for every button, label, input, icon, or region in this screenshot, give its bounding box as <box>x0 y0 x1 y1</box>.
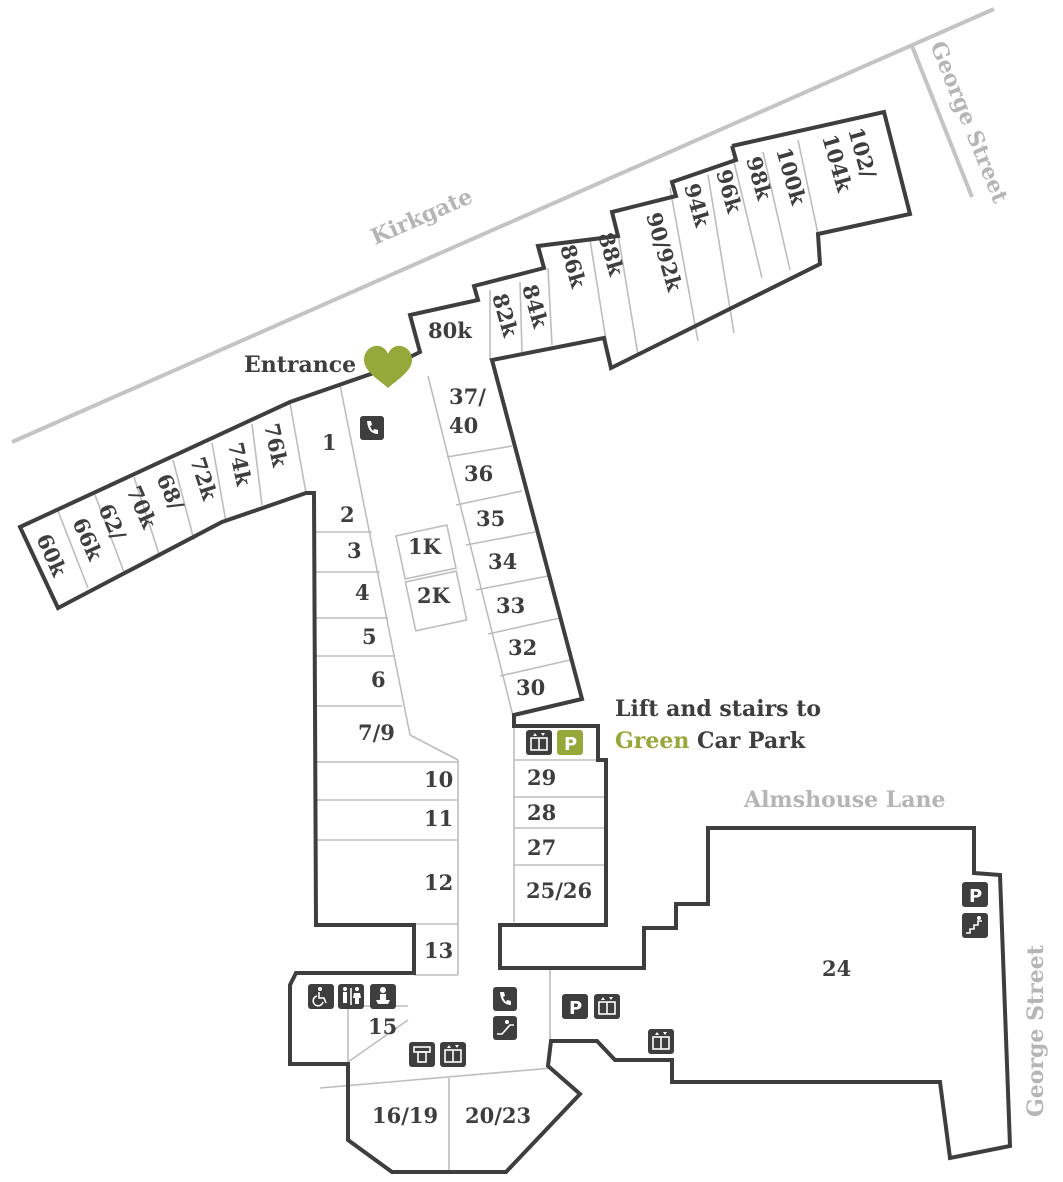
lift-note-rest: Car Park <box>697 728 806 754</box>
phone-icon[interactable] <box>360 416 384 440</box>
phone-icon-center[interactable] <box>493 987 517 1011</box>
unit-88k: 88k <box>593 229 629 278</box>
unit-13: 13 <box>424 938 453 963</box>
parking-icon-right[interactable]: P <box>962 882 988 907</box>
unit-7-9: 7/9 <box>358 720 395 745</box>
unit-84k: 84k <box>517 281 553 330</box>
accessible-icon[interactable] <box>308 984 334 1009</box>
escalator-icon[interactable] <box>493 1016 517 1040</box>
cash-machine-icon[interactable] <box>409 1042 435 1067</box>
unit-28: 28 <box>527 800 556 825</box>
lift-icon[interactable] <box>526 730 552 755</box>
unit-2k: 2K <box>417 583 451 608</box>
george-street-road <box>910 45 974 198</box>
lift-note-green-word: Green <box>615 728 689 754</box>
kirkgate-label: Kirkgate <box>367 183 476 250</box>
svg-text:P: P <box>569 998 582 1019</box>
unit-40: 40 <box>449 413 478 438</box>
unit-86k: 86k <box>555 241 591 290</box>
entrance-heart-icon[interactable] <box>364 345 412 388</box>
unit-6: 6 <box>371 667 386 692</box>
unit-3: 3 <box>347 538 362 563</box>
unit-2: 2 <box>340 502 355 527</box>
unit-68: 68/ <box>151 470 189 514</box>
unit-82k: 82k <box>487 290 523 339</box>
lift-note-line1: Lift and stairs to <box>615 696 821 722</box>
unit-36: 36 <box>464 461 493 486</box>
unit-15: 15 <box>368 1014 397 1039</box>
george-street-right-label: George Street <box>1023 944 1049 1117</box>
kirkgate-road <box>11 7 995 444</box>
unit-35: 35 <box>476 506 505 531</box>
unit-96k: 96k <box>711 166 747 215</box>
lift-icon-lower[interactable] <box>440 1042 466 1067</box>
unit-divisions <box>57 139 819 1170</box>
unit-29: 29 <box>527 765 556 790</box>
outer-walls <box>17 109 1013 1174</box>
stairs-icon[interactable] <box>962 913 988 938</box>
lift-icon-24[interactable] <box>648 1029 674 1054</box>
unit-11: 11 <box>424 806 453 831</box>
almshouse-lane-label: Almshouse Lane <box>743 787 946 813</box>
unit-32: 32 <box>508 635 537 660</box>
unit-4: 4 <box>355 580 370 605</box>
unit-27: 27 <box>527 835 556 860</box>
unit-5: 5 <box>362 624 377 649</box>
unit-74k: 74k <box>223 440 257 488</box>
svg-text:P: P <box>969 886 982 907</box>
unit-80k: 80k <box>428 318 472 343</box>
baby-change-icon[interactable] <box>370 984 396 1009</box>
svg-text:P: P <box>564 734 577 755</box>
entrance-label: Entrance <box>244 352 356 378</box>
parking-icon[interactable]: P <box>562 994 588 1019</box>
unit-76k: 76k <box>259 421 293 469</box>
unit-24: 24 <box>822 956 851 981</box>
unit-10: 10 <box>424 767 453 792</box>
unit-1: 1 <box>322 430 337 455</box>
svg-text:Green Car Park: Green Car Park <box>615 728 806 754</box>
unit-90-92k: 90/92k <box>641 209 687 294</box>
unit-20-23: 20/23 <box>465 1103 531 1128</box>
unit-labels: 60k 66k 62/ 70k 68/ 72k 74k 76k 80k 82k … <box>31 124 881 1128</box>
green-car-park-icon[interactable]: P <box>557 730 583 755</box>
unit-33: 33 <box>496 593 525 618</box>
unit-12: 12 <box>424 870 453 895</box>
lift-icon-center[interactable] <box>594 994 620 1019</box>
unit-72k: 72k <box>185 454 222 504</box>
unit-37: 37/ <box>449 384 486 409</box>
unit-30: 30 <box>516 675 545 700</box>
unit-34: 34 <box>488 549 517 574</box>
unit-60k: 60k <box>31 530 72 581</box>
unit-25-26: 25/26 <box>526 878 592 903</box>
george-street-top-label: George Street <box>924 38 1013 208</box>
unit-98k: 98k <box>741 153 777 202</box>
unit-16-19: 16/19 <box>372 1103 438 1128</box>
unit-1k: 1K <box>408 534 442 559</box>
toilets-icon[interactable] <box>338 984 364 1009</box>
